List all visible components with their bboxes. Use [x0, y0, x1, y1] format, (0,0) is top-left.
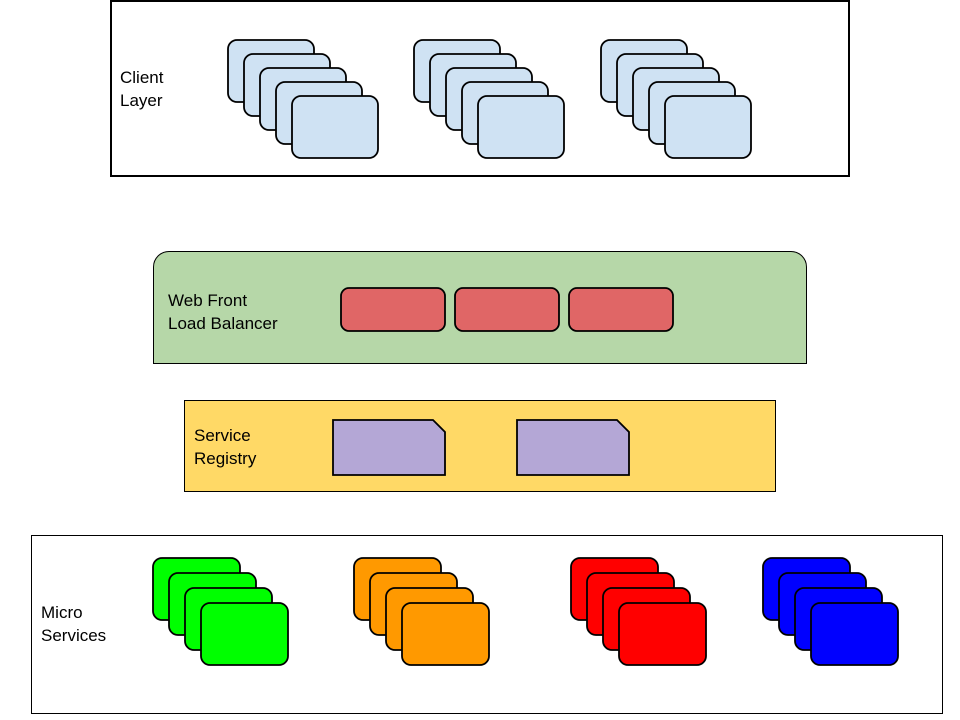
- micro-service-card: [200, 602, 289, 666]
- registry-document: [332, 419, 446, 476]
- client-layer-panel: [110, 0, 850, 177]
- load-balancer-node: [568, 287, 674, 332]
- client-layer-label: Client Layer: [120, 66, 163, 112]
- client-layer-label-line-2: Layer: [120, 91, 163, 110]
- web-front-label-line-1: Web Front: [168, 291, 248, 310]
- service-registry-label-line-1: Service: [194, 426, 251, 445]
- micro-services-label-line-1: Micro: [41, 603, 83, 622]
- client-device-card: [291, 95, 379, 159]
- client-layer-label-line-1: Client: [120, 68, 164, 87]
- service-registry-panel: [184, 400, 776, 492]
- micro-service-card: [810, 602, 899, 666]
- registry-document: [516, 419, 630, 476]
- micro-service-card: [401, 602, 490, 666]
- web-front-label: Web Front Load Balancer: [168, 289, 278, 335]
- service-registry-label: Service Registry: [194, 424, 256, 470]
- service-registry-label-line-2: Registry: [194, 449, 257, 468]
- client-device-card: [477, 95, 565, 159]
- micro-services-label: Micro Services: [41, 601, 106, 647]
- micro-services-panel: [31, 535, 943, 714]
- web-front-label-line-2: Load Balancer: [168, 314, 278, 333]
- micro-service-card: [618, 602, 707, 666]
- load-balancer-node: [454, 287, 560, 332]
- client-device-card: [664, 95, 752, 159]
- micro-services-label-line-2: Services: [41, 626, 107, 645]
- load-balancer-node: [340, 287, 446, 332]
